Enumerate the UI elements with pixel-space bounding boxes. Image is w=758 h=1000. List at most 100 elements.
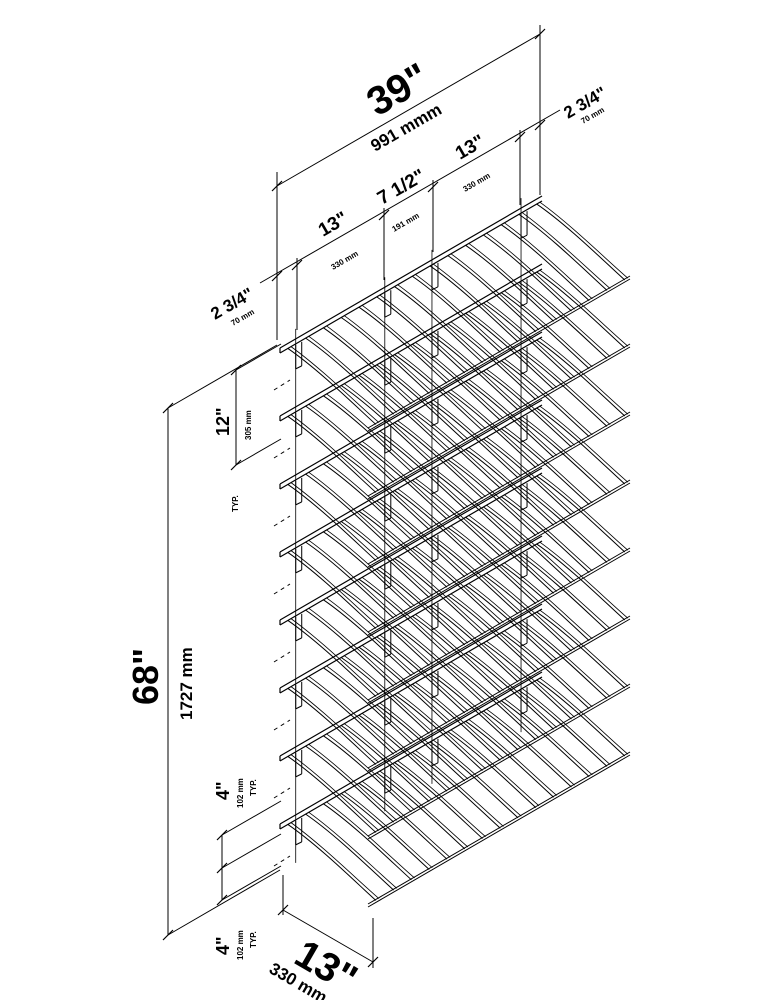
rack-wire	[447, 391, 537, 468]
rack-wire	[397, 624, 486, 702]
rack-wire	[361, 713, 451, 790]
rack-wire	[500, 292, 590, 370]
rack-wire	[483, 302, 572, 380]
rack-wire	[279, 263, 543, 417]
rack-wire	[518, 553, 608, 631]
rack-wire	[397, 760, 486, 838]
rack-wire	[344, 791, 433, 868]
rack-wire	[431, 286, 439, 291]
rack-wire	[367, 482, 631, 636]
rack-wire	[450, 661, 540, 739]
rack-wire	[432, 739, 522, 817]
rack-wire	[379, 498, 469, 576]
rack-wire	[323, 667, 412, 745]
rack-wire	[431, 558, 439, 563]
rack-wire	[279, 608, 543, 762]
rack-wire	[308, 743, 398, 821]
rack-wire	[279, 467, 543, 621]
rack-wire	[521, 552, 611, 629]
center-span-inches-label: 7 1/2"	[374, 166, 429, 210]
rack-wire	[305, 745, 394, 823]
rack-wire	[340, 725, 430, 802]
rack-wire	[326, 393, 415, 471]
rack-wire	[295, 365, 302, 370]
rack-wire	[500, 360, 590, 438]
rack-wire	[412, 479, 501, 557]
rack-wire	[518, 281, 608, 359]
height-mm-label: 1727 mm	[177, 647, 196, 720]
rack-wire	[468, 447, 558, 524]
rack-wire	[384, 517, 392, 522]
rack-wire	[358, 442, 448, 520]
rack-wire	[518, 485, 608, 563]
rack-wire	[397, 556, 486, 634]
rack-wire	[344, 723, 433, 800]
rack-wire	[361, 645, 451, 722]
rack-wire	[518, 621, 608, 699]
rack-wire	[394, 558, 483, 635]
rack-wire	[295, 773, 302, 778]
rack-wire	[290, 754, 380, 831]
rack-wire	[483, 710, 572, 788]
rack-wire	[376, 568, 466, 646]
rack-wire	[520, 302, 528, 307]
rack-wire	[415, 614, 504, 691]
rack-wire	[432, 535, 522, 613]
rack-wire	[483, 370, 572, 448]
rack-wire	[305, 473, 394, 551]
rack-wire	[376, 500, 466, 578]
rack-wire	[536, 679, 626, 757]
rack-wire	[397, 488, 486, 566]
right-span-mm-label: 330 mm	[462, 171, 492, 194]
rack-wire	[367, 754, 631, 908]
rack-wire	[415, 478, 504, 555]
rack-wire	[415, 410, 504, 487]
rack-wire	[483, 574, 572, 652]
rack-wire	[367, 275, 631, 429]
rack-wire	[326, 461, 415, 539]
hidden-line	[273, 855, 291, 867]
rack-wire	[500, 428, 590, 506]
rack-wire	[429, 537, 519, 615]
rack-wire	[344, 451, 433, 528]
rack-wire	[305, 337, 394, 415]
rack-wire	[468, 379, 558, 456]
rack-wire	[431, 490, 439, 495]
rack-wire	[394, 626, 483, 703]
rack-wire	[290, 686, 380, 763]
rack-wire	[450, 729, 540, 807]
rack-wire	[536, 543, 626, 621]
rack-wire	[367, 547, 631, 701]
rack-wire	[518, 417, 608, 495]
rack-wire	[305, 609, 394, 687]
rack-wire	[397, 352, 486, 430]
rack-wire	[539, 541, 629, 619]
rack-wire	[486, 300, 575, 378]
rack-wire	[429, 741, 519, 819]
rack-wire	[279, 676, 543, 830]
hidden-line	[273, 583, 291, 595]
rack-wire	[465, 720, 554, 798]
rack-wire	[429, 333, 519, 411]
rack-wire	[323, 327, 412, 405]
rack-wire	[344, 519, 433, 596]
rack-wire	[295, 637, 302, 642]
rack-wire	[323, 803, 412, 881]
rack-wire	[290, 822, 380, 899]
rack-wire	[431, 354, 439, 359]
rack-wire	[483, 642, 572, 720]
rack-wire	[521, 620, 611, 697]
rack-wire	[305, 677, 394, 755]
rack-wire	[287, 416, 377, 493]
rack-wire	[415, 750, 504, 827]
rack-wire	[305, 813, 394, 891]
rack-wire	[376, 432, 466, 510]
rack-wire	[384, 585, 392, 590]
rack-wire	[431, 762, 439, 767]
rack-wire	[305, 405, 394, 483]
rack-wire	[279, 331, 543, 485]
center-span-mm-label: 191 mm	[391, 211, 421, 234]
rack-wire	[367, 550, 631, 704]
rack-wire	[384, 721, 392, 726]
hidden-line	[273, 515, 291, 527]
